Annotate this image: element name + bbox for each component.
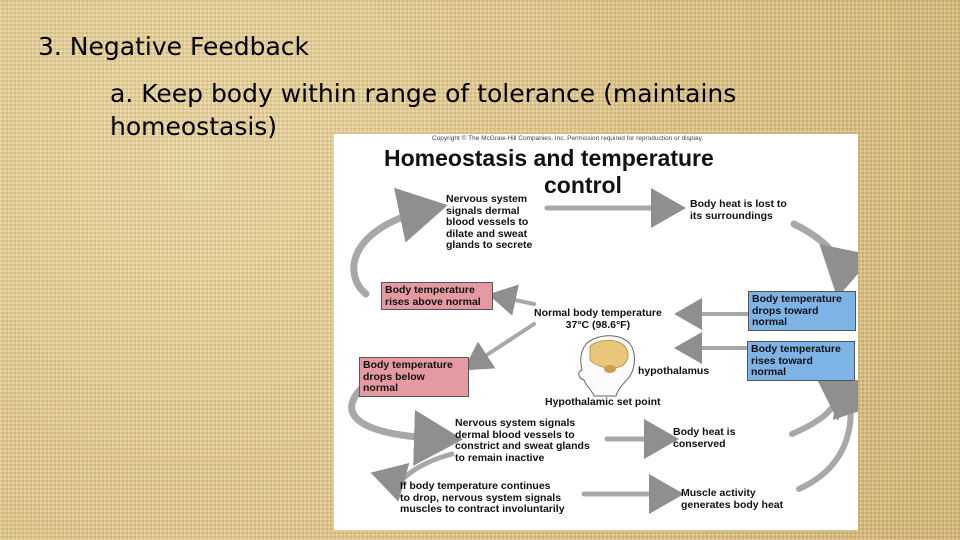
slide-heading: 3. Negative Feedback [38, 32, 309, 61]
copyright-notice: Copyright © The McGraw-Hill Companies, I… [432, 135, 704, 142]
arrow-normal-to-rises [488, 284, 536, 316]
arrow-dropsbelow-to-constrict [348, 382, 463, 466]
slide-subpoint: a. Keep body within range of tolerance (… [110, 79, 737, 108]
arrow-muscle-to-risestoward [796, 372, 858, 492]
label-set-point: Hypothalamic set point [545, 396, 661, 408]
homeostasis-diagram: Copyright © The McGraw-Hill Companies, I… [334, 134, 858, 530]
arrow-conserved-to-risestoward [789, 377, 858, 437]
diagram-arrows [348, 187, 858, 514]
diagram-title-line2: control [544, 172, 622, 198]
head-icon [578, 335, 635, 397]
arrow-constrict-to-shivering [370, 451, 455, 502]
label-hypothalamus: hypothalamus [638, 365, 710, 377]
diagram-title: Homeostasis and temperature [384, 145, 714, 171]
arrow-normal-to-dropsbelow [463, 322, 536, 371]
arrow-heatlost-to-drops [790, 220, 858, 298]
slide-subpoint-continued: homeostasis) [110, 112, 278, 141]
arrow-rises-to-nervous [350, 187, 448, 298]
